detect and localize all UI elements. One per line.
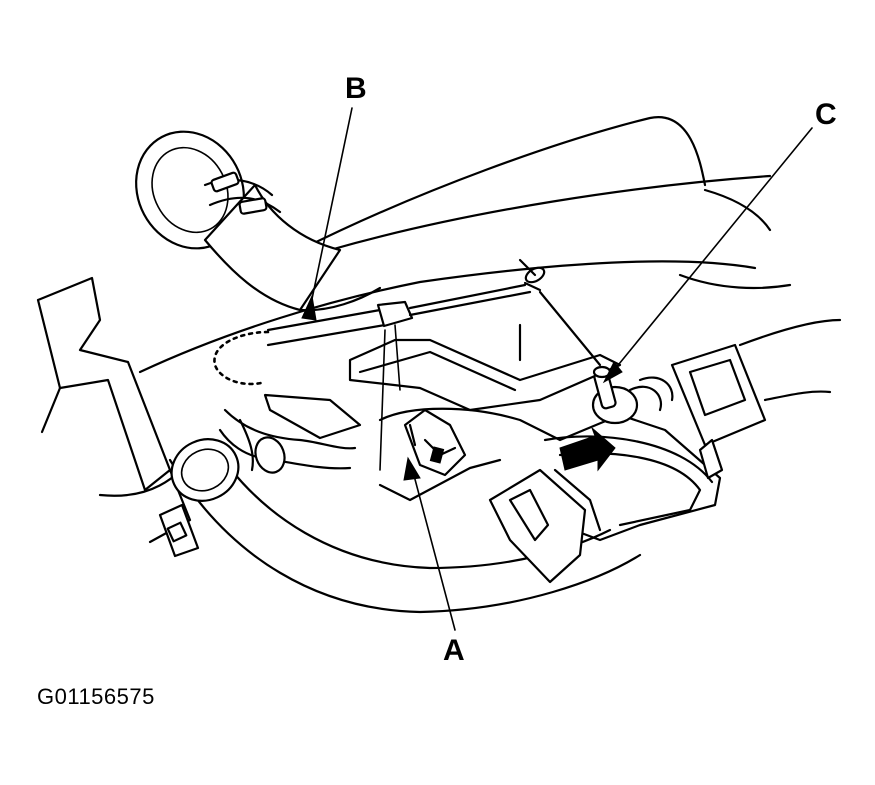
right-connector [670,318,842,480]
clip-a [403,408,467,477]
lower-connector [488,468,602,584]
leader-lines [301,107,813,631]
upper-body-panel [138,116,792,374]
cable-b [266,258,602,367]
direction-arrow [559,427,616,472]
hidden-linkage-outline [213,330,270,386]
post-c [591,365,674,425]
left-bracket [36,276,192,544]
figure-id: G01156575 [37,684,155,709]
upper-hose [135,130,382,312]
callout-label-a: A [443,634,465,667]
small-hose [218,393,362,474]
callout-label-b: B [345,72,367,105]
callout-label-c: C [815,98,837,131]
